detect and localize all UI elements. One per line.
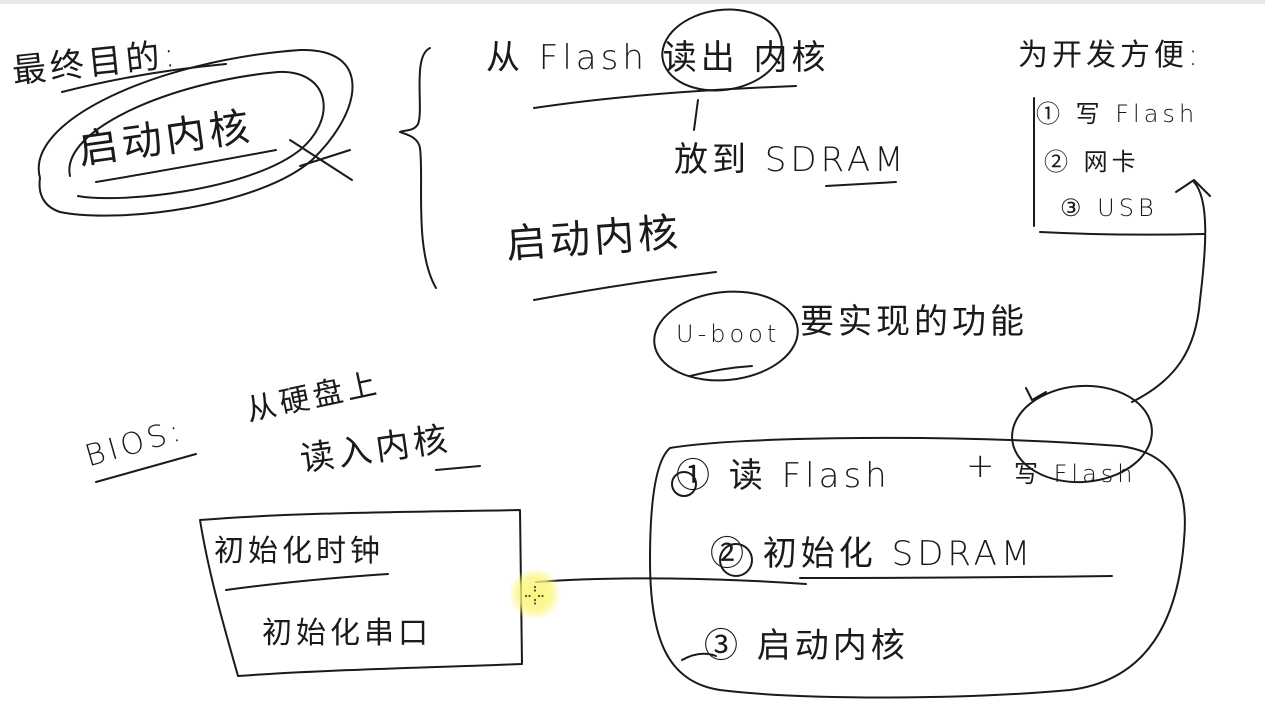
goal-cross-2 (299, 149, 351, 167)
write-flash-circle (1011, 384, 1153, 484)
read-flash-underline (533, 85, 797, 109)
uboot-label: U-boot (676, 320, 781, 348)
to-sdram-text: 放到 SDRAM (674, 140, 908, 180)
crosshair-icon (525, 586, 545, 606)
goal-ellipse-inner (68, 70, 325, 200)
read-out-circle (661, 8, 783, 92)
usb-arrow-head (1175, 179, 1211, 197)
cursor-highlight (509, 568, 561, 620)
steps-loop (649, 436, 1186, 699)
plus-sign: + (966, 446, 999, 486)
option-write-flash: ① 写 Flash (1036, 100, 1199, 128)
usb-arrow-line (1131, 181, 1207, 403)
bios-kernel-underline (435, 465, 481, 471)
step3-start-hook (681, 652, 717, 661)
option-usb: ③ USB (1060, 194, 1158, 222)
convenience-title: 为开发方便: (1018, 38, 1203, 73)
uboot-underline (689, 365, 753, 377)
goal-title-underline (61, 63, 227, 93)
init-serial-text: 初始化串口 (262, 616, 432, 651)
uboot-needs-text: 要实现的功能 (800, 302, 1028, 342)
box-to-steps-arrow (535, 577, 807, 585)
init-clock-text: 初始化时钟 (214, 534, 384, 569)
option-network-card: ② 网卡 (1044, 148, 1140, 176)
window-top-edge (0, 0, 1265, 4)
write-flash-arrow-head (1025, 387, 1047, 401)
step1-read-flash: ① 读 Flash (676, 456, 891, 496)
sdram-underline (825, 181, 897, 187)
step1-badge-ring (671, 471, 697, 497)
uboot-circle (653, 290, 799, 382)
read-to-sdram-connector (693, 99, 699, 131)
goal-ellipse-outer (37, 48, 354, 217)
init-box (199, 509, 523, 677)
step3-start-kernel: ③ 启动内核 (704, 626, 909, 666)
brace (399, 47, 437, 289)
goal-underline-inner (95, 149, 277, 183)
start-kernel-underline (533, 271, 717, 301)
step1-write-flash: 写 Flash (1014, 460, 1137, 488)
step2-badge-ring (719, 543, 753, 577)
bios-underline (95, 453, 197, 483)
step2-underline (799, 575, 1113, 579)
convenience-bottom-line (1039, 231, 1205, 236)
step2-init-sdram: ② 初始化 SDRAM (710, 534, 1035, 574)
init-box-divider (225, 573, 389, 591)
